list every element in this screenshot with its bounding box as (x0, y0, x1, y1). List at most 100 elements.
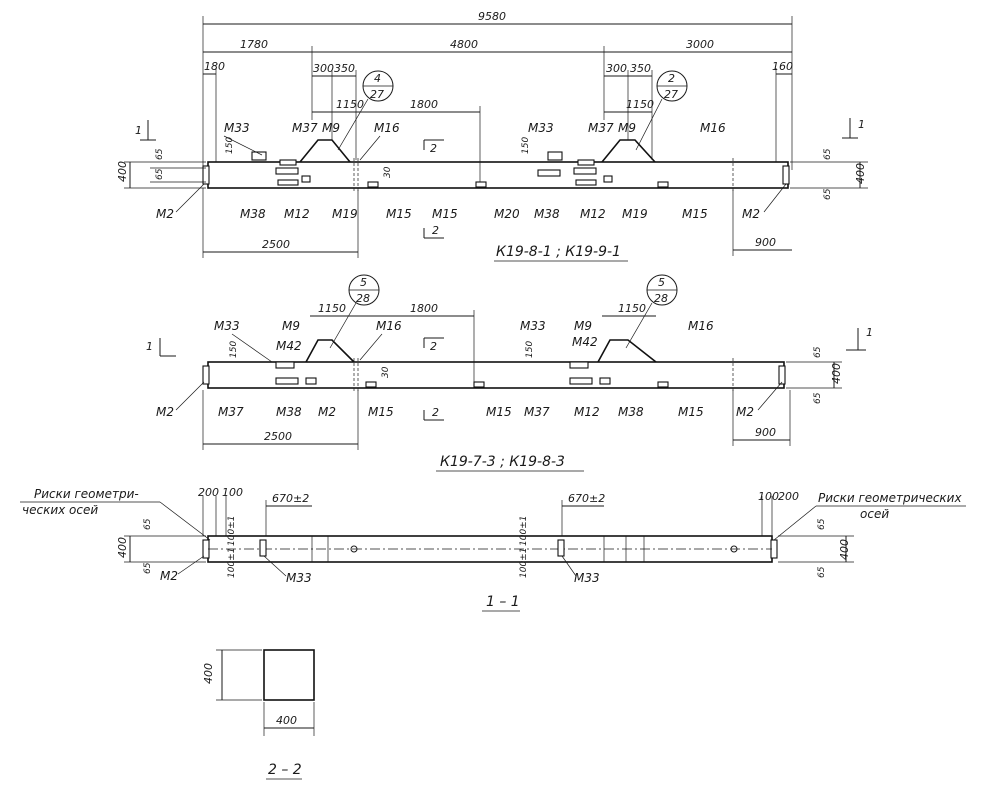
part-m33-right (547, 151, 563, 161)
section2-top: 2 (430, 340, 437, 353)
label-m37-left: M37 (218, 405, 244, 419)
node-left-bottom: 28 (356, 292, 370, 305)
tol-left-bottom: 100±1 (227, 548, 237, 578)
dim-65-left-top: 65 (143, 518, 153, 530)
label-m9-right: M9 (618, 121, 636, 135)
part-m12-right (569, 377, 593, 385)
part-m38-left (275, 377, 299, 385)
dim-400-height: 400 (202, 663, 215, 684)
leader (177, 555, 205, 575)
node-left-bottom: 27 (370, 88, 384, 101)
leader (175, 183, 205, 213)
label-m33-right: M33 (528, 121, 554, 135)
dim-670-right: 670±2 (568, 492, 605, 505)
tol-left-top: 100±1 (227, 516, 237, 546)
view-k19-7-3: 1150 1800 1150 5 28 5 28 1 1 2 2 150 150… (146, 274, 873, 472)
leader (757, 381, 783, 411)
part-m38-right (599, 377, 611, 385)
part-m2-mid (305, 377, 317, 385)
part-m15-mid (475, 181, 487, 188)
label-m16-right: M16 (700, 121, 726, 135)
dim-1780: 1780 (240, 38, 268, 51)
label-m15-a: M15 (368, 405, 394, 419)
view-k19-8-1: 9580 1780 4800 3000 180 160 300 350 300 … (116, 10, 868, 262)
dim-65-bottom: 65 (813, 392, 823, 404)
dim-150-left: 150 (229, 341, 239, 358)
part-m38-left (275, 167, 299, 175)
dim-65-right-bottom: 65 (823, 188, 833, 200)
dim-65-top: 65 (813, 346, 823, 358)
dim-400-width: 400 (276, 714, 297, 727)
caption-view1: К19-8-1 ; К19-9-1 (496, 244, 621, 260)
dim-2500: 2500 (262, 238, 290, 251)
part-m42-left (275, 361, 295, 369)
label-m9-left: M9 (322, 121, 340, 135)
node-right-bottom: 27 (664, 88, 678, 101)
label-m15-c: M15 (678, 405, 704, 419)
section2-top: 2 (430, 142, 437, 155)
dim-400-left: 400 (116, 161, 129, 182)
part-m15-mid (473, 381, 485, 388)
leader (231, 333, 273, 363)
end-plate-left (202, 165, 210, 185)
part-m15-right (657, 381, 669, 388)
section-mark-right: 1 (858, 118, 865, 131)
leader (561, 555, 577, 577)
part-m15-left (365, 381, 377, 388)
leader (773, 505, 817, 541)
label-m16-left: M16 (376, 319, 402, 333)
label-m2-mid: M2 (318, 405, 336, 419)
view-section-1-1: Риски геометри- ческих осей Риски геомет… (20, 486, 966, 612)
label-m2-left: M2 (156, 207, 174, 221)
label-m12-left: M12 (284, 207, 310, 221)
node-right-top: 2 (668, 72, 675, 85)
label-m33-left: M33 (286, 571, 312, 585)
label-m2-left: M2 (156, 405, 174, 419)
dim-400-left: 400 (116, 537, 129, 558)
dim-overall: 9580 (478, 10, 506, 23)
dim-100-right: 100 (758, 490, 779, 503)
part-m33-left (259, 539, 267, 557)
label-m33-left: M33 (214, 319, 240, 333)
lifting-hole (350, 545, 358, 553)
dim-300-left: 300 (313, 62, 334, 75)
dim-1150-left: 1150 (318, 302, 346, 315)
leader (359, 135, 381, 161)
label-m33-right: M33 (520, 319, 546, 333)
end-plate-right (782, 165, 790, 185)
leader (337, 98, 369, 151)
label-m12: M12 (574, 405, 600, 419)
part-m33-right (557, 539, 565, 557)
node-left-top: 5 (360, 276, 367, 289)
dim-180: 180 (204, 60, 225, 73)
node-right-bottom: 28 (654, 292, 668, 305)
leader (175, 381, 205, 411)
label-m12-right: M12 (580, 207, 606, 221)
label-m9-left: M9 (282, 319, 300, 333)
leader (329, 302, 357, 349)
leader (763, 183, 787, 213)
dim-400: 400 (830, 363, 843, 384)
label-m42-right: M42 (572, 335, 598, 349)
label-m33-right: M33 (574, 571, 600, 585)
label-m2-right: M2 (742, 207, 760, 221)
label-m2: M2 (160, 569, 178, 583)
label-m42-left: M42 (276, 339, 302, 353)
console-left (299, 139, 351, 163)
note-left-line1: Риски геометри- (34, 487, 139, 501)
console-left (305, 339, 355, 363)
console-right (597, 339, 657, 363)
note-left-line2: ческих осей (22, 503, 98, 517)
section2-bottom: 2 (432, 406, 439, 419)
label-m38-right: M38 (618, 405, 644, 419)
label-m38-right: M38 (534, 207, 560, 221)
dim-1800: 1800 (410, 302, 438, 315)
leader (625, 302, 653, 349)
part-m12-right (575, 179, 597, 186)
dim-100-left: 100 (222, 486, 243, 499)
note-right-line1: Риски геометрических (818, 491, 962, 505)
dim-150-left: 150 (225, 137, 235, 154)
leader (223, 135, 263, 156)
leader (263, 555, 287, 577)
dim-4800: 4800 (450, 38, 478, 51)
